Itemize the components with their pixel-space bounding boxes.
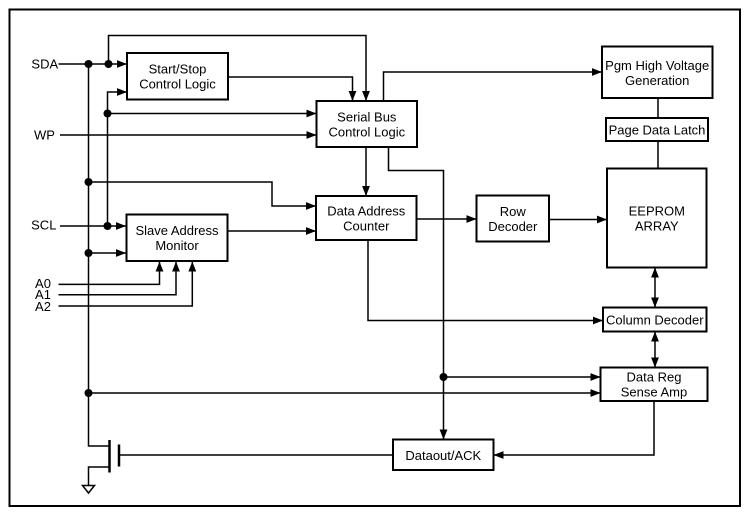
svg-text:Control Logic: Control Logic <box>328 124 405 139</box>
svg-text:Column Decoder: Column Decoder <box>606 312 704 327</box>
svg-text:Decoder: Decoder <box>488 219 538 234</box>
svg-text:A1: A1 <box>35 287 51 302</box>
svg-text:Data Reg: Data Reg <box>627 370 682 385</box>
svg-text:Row: Row <box>500 204 527 219</box>
svg-text:WP: WP <box>34 128 55 143</box>
svg-text:Generation: Generation <box>625 73 689 88</box>
svg-text:A2: A2 <box>35 299 51 314</box>
svg-text:Serial Bus: Serial Bus <box>337 109 397 124</box>
svg-text:Control Logic: Control Logic <box>139 77 216 92</box>
svg-text:Dataout/ACK: Dataout/ACK <box>405 448 481 463</box>
svg-text:Sense Amp: Sense Amp <box>621 385 688 400</box>
svg-text:Data Address: Data Address <box>327 203 406 218</box>
svg-text:Counter: Counter <box>343 218 390 233</box>
svg-text:A0: A0 <box>35 276 51 291</box>
svg-text:Start/Stop: Start/Stop <box>149 62 207 77</box>
svg-text:ARRAY: ARRAY <box>635 218 679 233</box>
svg-text:SCL: SCL <box>31 218 56 233</box>
svg-text:Page Data Latch: Page Data Latch <box>609 122 706 137</box>
svg-text:Pgm High Voltage: Pgm High Voltage <box>605 58 709 73</box>
svg-text:Slave Address: Slave Address <box>135 223 219 238</box>
svg-text:SDA: SDA <box>31 56 58 71</box>
svg-text:EEPROM: EEPROM <box>629 203 685 218</box>
svg-text:Monitor: Monitor <box>155 238 199 253</box>
